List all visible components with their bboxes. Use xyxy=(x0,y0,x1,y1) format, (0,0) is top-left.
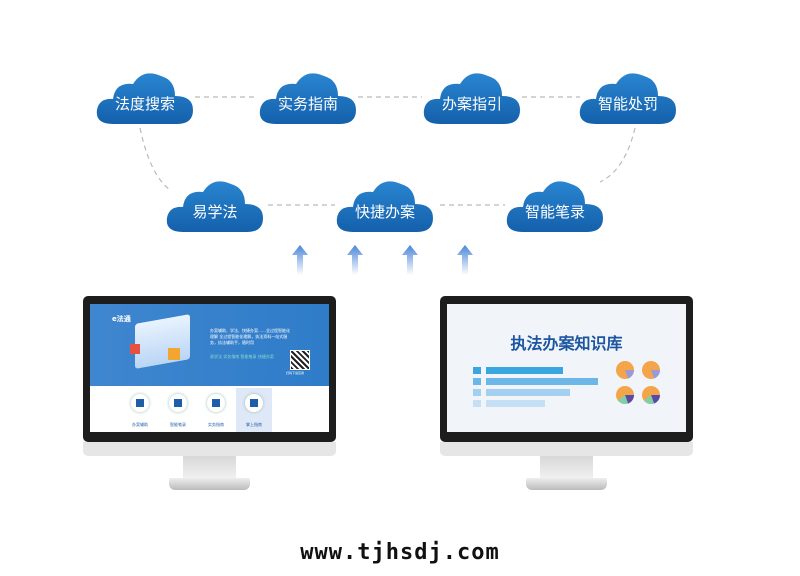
cloud-icon xyxy=(506,181,603,232)
cloud-icon xyxy=(336,181,433,232)
illustration-tile xyxy=(130,344,140,354)
cloud-clouds_row2-1: 快捷办案 xyxy=(333,174,437,234)
nav-item[interactable]: 智能笔录 xyxy=(160,388,196,432)
nav-label: 掌上指南 xyxy=(246,422,262,427)
cloud-clouds_row1-1: 实务指南 xyxy=(256,66,360,126)
bar-marker xyxy=(473,400,481,407)
nav-icon xyxy=(245,394,263,412)
nav-label: 实务指南 xyxy=(208,422,224,427)
cloud-label: 易学法 xyxy=(192,203,238,221)
nav-label: 办案辅助 xyxy=(132,422,148,427)
cloud-label: 智能笔录 xyxy=(524,203,585,221)
cloud-clouds_row2-2: 智能笔录 xyxy=(503,174,607,234)
cloud-label: 智能处罚 xyxy=(597,95,658,113)
cloud-clouds_row2-0: 易学法 xyxy=(163,174,267,234)
bar xyxy=(486,400,545,407)
nav-item[interactable]: 办案辅助 xyxy=(122,388,158,432)
logo: e法通 xyxy=(112,315,131,323)
cloud-clouds_row1-2: 办案指引 xyxy=(420,66,524,126)
bar-marker xyxy=(473,378,481,385)
knowledge-title: 执法办案知识库 xyxy=(510,334,623,353)
nav-icon xyxy=(169,394,187,412)
illustration-tile xyxy=(168,348,180,360)
cloud-label: 办案指引 xyxy=(441,95,502,113)
bar xyxy=(486,389,570,396)
cloud-label: 快捷办案 xyxy=(354,203,415,221)
nav-item[interactable]: 实务指南 xyxy=(198,388,234,432)
cloud-icon xyxy=(96,73,193,124)
pie-chart-icon xyxy=(642,386,660,404)
nav-label: 智能笔录 xyxy=(170,422,186,427)
nav-item[interactable]: 掌上指南 xyxy=(236,388,272,432)
bar-marker xyxy=(473,389,481,396)
connector-lines xyxy=(139,96,636,275)
right-monitor: 执法办案知识库 xyxy=(440,296,693,494)
nav-icon xyxy=(131,394,149,412)
cloud-clouds_row1-3: 智能处罚 xyxy=(576,66,680,126)
cloud-label: 实务指南 xyxy=(277,95,338,113)
bar xyxy=(486,367,563,374)
cloud-clouds_row1-0: 法度搜索 xyxy=(93,66,197,126)
cloud-icon xyxy=(166,181,263,232)
cloud-icon xyxy=(259,73,356,124)
illustration xyxy=(135,314,190,369)
tags: 易学法 实务指南 智能笔录 快捷办案 xyxy=(210,354,274,359)
pie-chart-icon xyxy=(616,386,634,404)
website-url[interactable]: www.tjhsdj.com xyxy=(300,540,500,565)
pie-icons xyxy=(616,361,660,404)
bar xyxy=(486,378,598,385)
pie-chart-icon xyxy=(616,361,634,379)
left-monitor: e法通 办案辅助、学法、快捷办案……全过程智能化理解 全过程智能化理解，执法资料… xyxy=(83,296,336,494)
qr-code[interactable] xyxy=(290,350,310,370)
nav-icon xyxy=(207,394,225,412)
qr-caption: 扫码下载应用 xyxy=(286,371,305,375)
intro-text: 办案辅助、学法、快捷办案……全过程智能化理解 全过程智能化理解，执法资料一站式服… xyxy=(210,328,290,345)
cloud-icon xyxy=(423,73,520,124)
bar-marker xyxy=(473,367,481,374)
hero-banner: e法通 办案辅助、学法、快捷办案……全过程智能化理解 全过程智能化理解，执法资料… xyxy=(90,304,329,386)
pie-chart-icon xyxy=(642,361,660,379)
cloud-label: 法度搜索 xyxy=(114,95,175,113)
cloud-icon xyxy=(579,73,676,124)
